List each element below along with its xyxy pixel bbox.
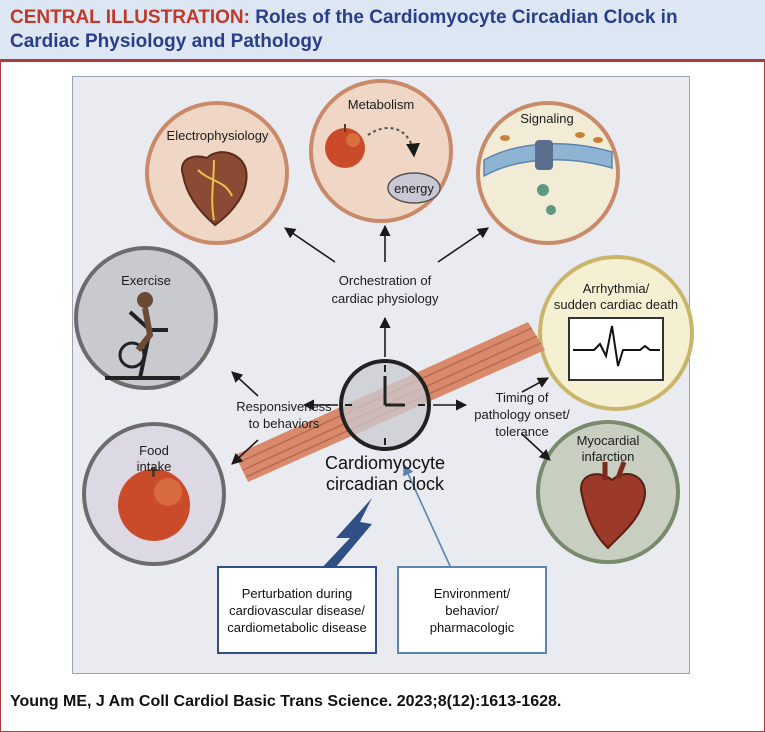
environment-line-2: behavior/ xyxy=(445,602,499,618)
label-arrhythmia-line-2: sudden cardiac death xyxy=(553,297,679,312)
perturbation-line-2: cardiovascular disease/ xyxy=(229,602,365,618)
electrophysiology-circle xyxy=(145,101,289,245)
food-intake-circle xyxy=(82,422,226,566)
label-arrhythmia-line-1: Arrhythmia/ xyxy=(582,281,650,296)
label-electrophysiology: Electrophysiology xyxy=(166,128,269,143)
perturbation-line-1: Perturbation during xyxy=(241,585,353,601)
label-energy: energy xyxy=(394,181,434,196)
metabolism-circle xyxy=(309,79,453,223)
environment-box: Environment/ behavior/ pharmacologic xyxy=(397,566,547,654)
signaling-circle xyxy=(476,101,620,245)
label-timing-line-2: pathology onset/ xyxy=(474,407,570,422)
label-food-line-2: intake xyxy=(136,459,172,474)
title-prefix: CENTRAL ILLUSTRATION: xyxy=(10,7,250,28)
label-metabolism: Metabolism xyxy=(347,97,415,112)
lightning-bolt-icon xyxy=(318,498,372,574)
clock-icon xyxy=(339,359,431,451)
diagram-arrows xyxy=(231,224,551,567)
label-mi-line-1: Myocardial xyxy=(576,433,640,448)
title-bar: CENTRAL ILLUSTRATION: Roles of the Cardi… xyxy=(0,0,765,62)
exercise-bike-icon xyxy=(105,292,180,380)
signal-molecule-icon-2 xyxy=(546,205,556,215)
apple-icon xyxy=(325,124,365,168)
label-exercise: Exercise xyxy=(121,273,171,288)
label-responsiveness-line-1: Responsiveness xyxy=(236,399,332,414)
energy-ellipse xyxy=(387,172,441,204)
arrhythmia-circle xyxy=(538,255,694,411)
myocardial-infarction-circle xyxy=(536,420,680,564)
label-responsiveness-line-2: to behaviors xyxy=(248,416,320,431)
label-signaling: Signaling xyxy=(520,111,574,126)
label-timing-line-1: Timing of xyxy=(495,390,549,405)
signal-molecule-icon xyxy=(537,184,549,196)
center-label-line-1: Cardiomyocyte xyxy=(324,453,446,473)
label-mi-line-2: infarction xyxy=(581,449,635,464)
perturbation-box: Perturbation during cardiovascular disea… xyxy=(217,566,377,654)
exercise-circle xyxy=(74,246,218,390)
cell-membrane-icon xyxy=(483,143,613,178)
receptor-icon xyxy=(535,140,553,170)
ecg-trace xyxy=(573,325,660,367)
label-orchestration-line-1: Orchestration of xyxy=(338,273,432,288)
label-timing-line-3: tolerance xyxy=(495,424,549,439)
label-orchestration-line-2: cardiac physiology xyxy=(331,291,439,306)
citation: Young ME, J Am Coll Cardiol Basic Trans … xyxy=(10,693,562,710)
environment-line-3: pharmacologic xyxy=(429,619,515,635)
metabolism-arrow xyxy=(367,127,421,158)
title-line-1: CENTRAL ILLUSTRATION: Roles of the Cardi… xyxy=(10,6,755,30)
heart-section-icon xyxy=(180,151,248,227)
heart-icon xyxy=(580,461,647,550)
large-apple-icon xyxy=(118,467,190,541)
label-food-line-1: Food xyxy=(139,443,169,458)
environment-line-1: Environment/ xyxy=(433,585,511,601)
center-label-line-2: circadian clock xyxy=(325,474,445,494)
perturbation-line-3: cardiometabolic disease xyxy=(227,619,367,635)
title-text-1: Roles of the Cardiomyocyte Circadian Clo… xyxy=(255,7,678,28)
title-line-2: Cardiac Physiology and Pathology xyxy=(10,31,323,52)
